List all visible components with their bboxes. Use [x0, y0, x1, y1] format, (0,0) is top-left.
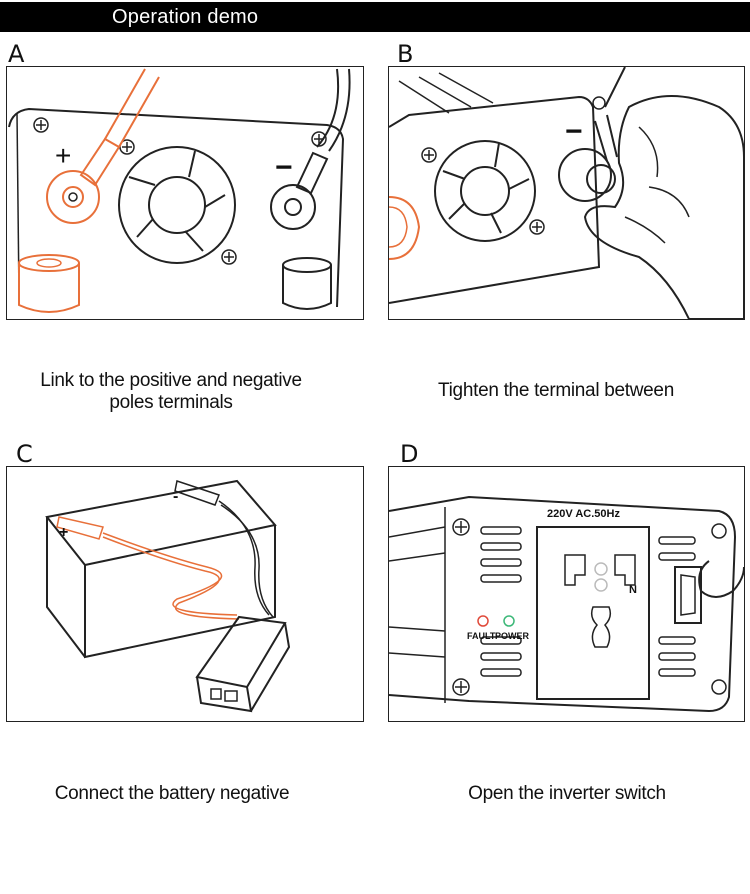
- step-d-power-label: POWER: [495, 631, 530, 641]
- step-d-illustration: 220V AC.50Hz N FAULT POWER: [388, 466, 745, 722]
- step-b-letter: B: [397, 40, 414, 68]
- step-c-minus-label: -: [173, 488, 178, 505]
- header-bar: Operation demo: [0, 2, 750, 32]
- page-title: Operation demo: [112, 6, 259, 28]
- step-d-voltage-label: 220V AC.50Hz: [547, 508, 620, 520]
- step-a-caption: Link to the positive and negative poles …: [40, 370, 302, 413]
- step-d-n-label: N: [629, 584, 637, 596]
- step-a-illustration: + −: [6, 66, 364, 320]
- step-d-caption: Open the inverter switch: [468, 783, 666, 804]
- step-c-caption: Connect the battery negative: [54, 783, 290, 804]
- step-c-illustration: + -: [6, 466, 364, 722]
- step-d-letter: D: [400, 440, 419, 468]
- step-b-minus-label: −: [565, 115, 583, 148]
- step-b-caption: Tighten the terminal between: [438, 380, 674, 401]
- step-d-fault-label: FAULT: [467, 631, 496, 641]
- step-a-minus-label: −: [275, 151, 293, 184]
- step-c-letter: C: [16, 440, 33, 468]
- step-a-letter: A: [8, 40, 25, 68]
- step-b-illustration: −: [388, 66, 745, 320]
- step-a-plus-label: +: [55, 140, 71, 171]
- step-c-plus-label: +: [59, 524, 68, 541]
